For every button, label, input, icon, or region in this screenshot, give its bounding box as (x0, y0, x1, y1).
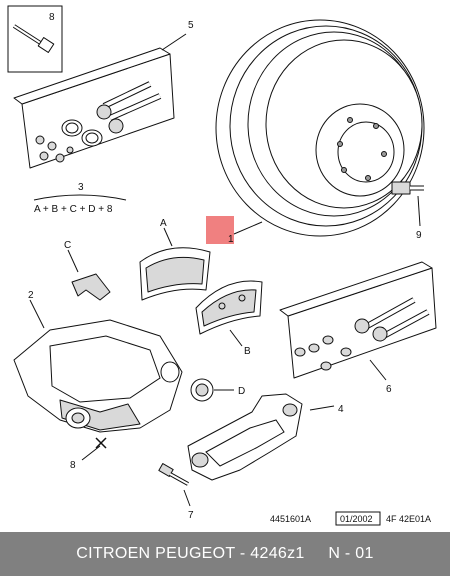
callout-3: 3 (78, 182, 84, 193)
brake-pad-a (139, 227, 211, 301)
callout-A: A (160, 218, 167, 229)
callout-5: 5 (188, 20, 194, 31)
seal-ring-icon (61, 119, 103, 147)
callout-B: B (244, 346, 251, 357)
screw-icon (12, 24, 55, 53)
callout-C: C (64, 240, 71, 251)
guide-pin-icon (354, 297, 430, 342)
clip-c (67, 249, 111, 301)
footer-banner: CITROEN PEUGEOT - 4246z1 N - 01 (0, 532, 450, 576)
formula-group: 3 A + B + C + D + 8 (33, 182, 127, 215)
kit-box-6 (279, 261, 437, 381)
callout-7: 7 (188, 510, 194, 521)
callout-6: 6 (386, 384, 392, 395)
caliper-bracket-4 (187, 393, 335, 481)
reference-line: 4451601A 01/2002 4F 42E01A (270, 511, 431, 526)
kit-formula: A + B + C + D + 8 (34, 204, 113, 215)
dust-cap-d (190, 378, 234, 402)
callout-8: 8 (70, 460, 76, 471)
footer-text: CITROEN PEUGEOT - 4246z1 N - 01 (76, 545, 374, 562)
brake-disc (215, 19, 425, 237)
callout-2: 2 (28, 290, 34, 301)
callout-4: 4 (338, 404, 344, 415)
wheel-stud-icon (391, 181, 424, 227)
reference-date: 01/2002 (340, 514, 373, 524)
brake-assembly-diagram: 8 5 (7, 5, 437, 526)
screw-8-icon (81, 437, 107, 461)
reference-suffix: 4F 42E01A (386, 514, 431, 524)
small-parts-icon (35, 135, 74, 163)
callout-1: 1 (228, 234, 234, 245)
bolt-icon (96, 81, 162, 134)
callout-9: 9 (416, 230, 422, 241)
callout-8-box: 8 (49, 12, 55, 23)
inset-box-screw: 8 (7, 5, 63, 73)
brake-pad-b (195, 280, 263, 347)
bush-icon (294, 335, 352, 371)
highlight-marker (206, 216, 234, 244)
caliper-2 (13, 299, 183, 433)
bleed-screw-icon (158, 463, 191, 507)
reference-code: 4451601A (270, 514, 311, 524)
kit-box-5: 5 (13, 20, 194, 169)
callout-D: D (238, 386, 245, 397)
